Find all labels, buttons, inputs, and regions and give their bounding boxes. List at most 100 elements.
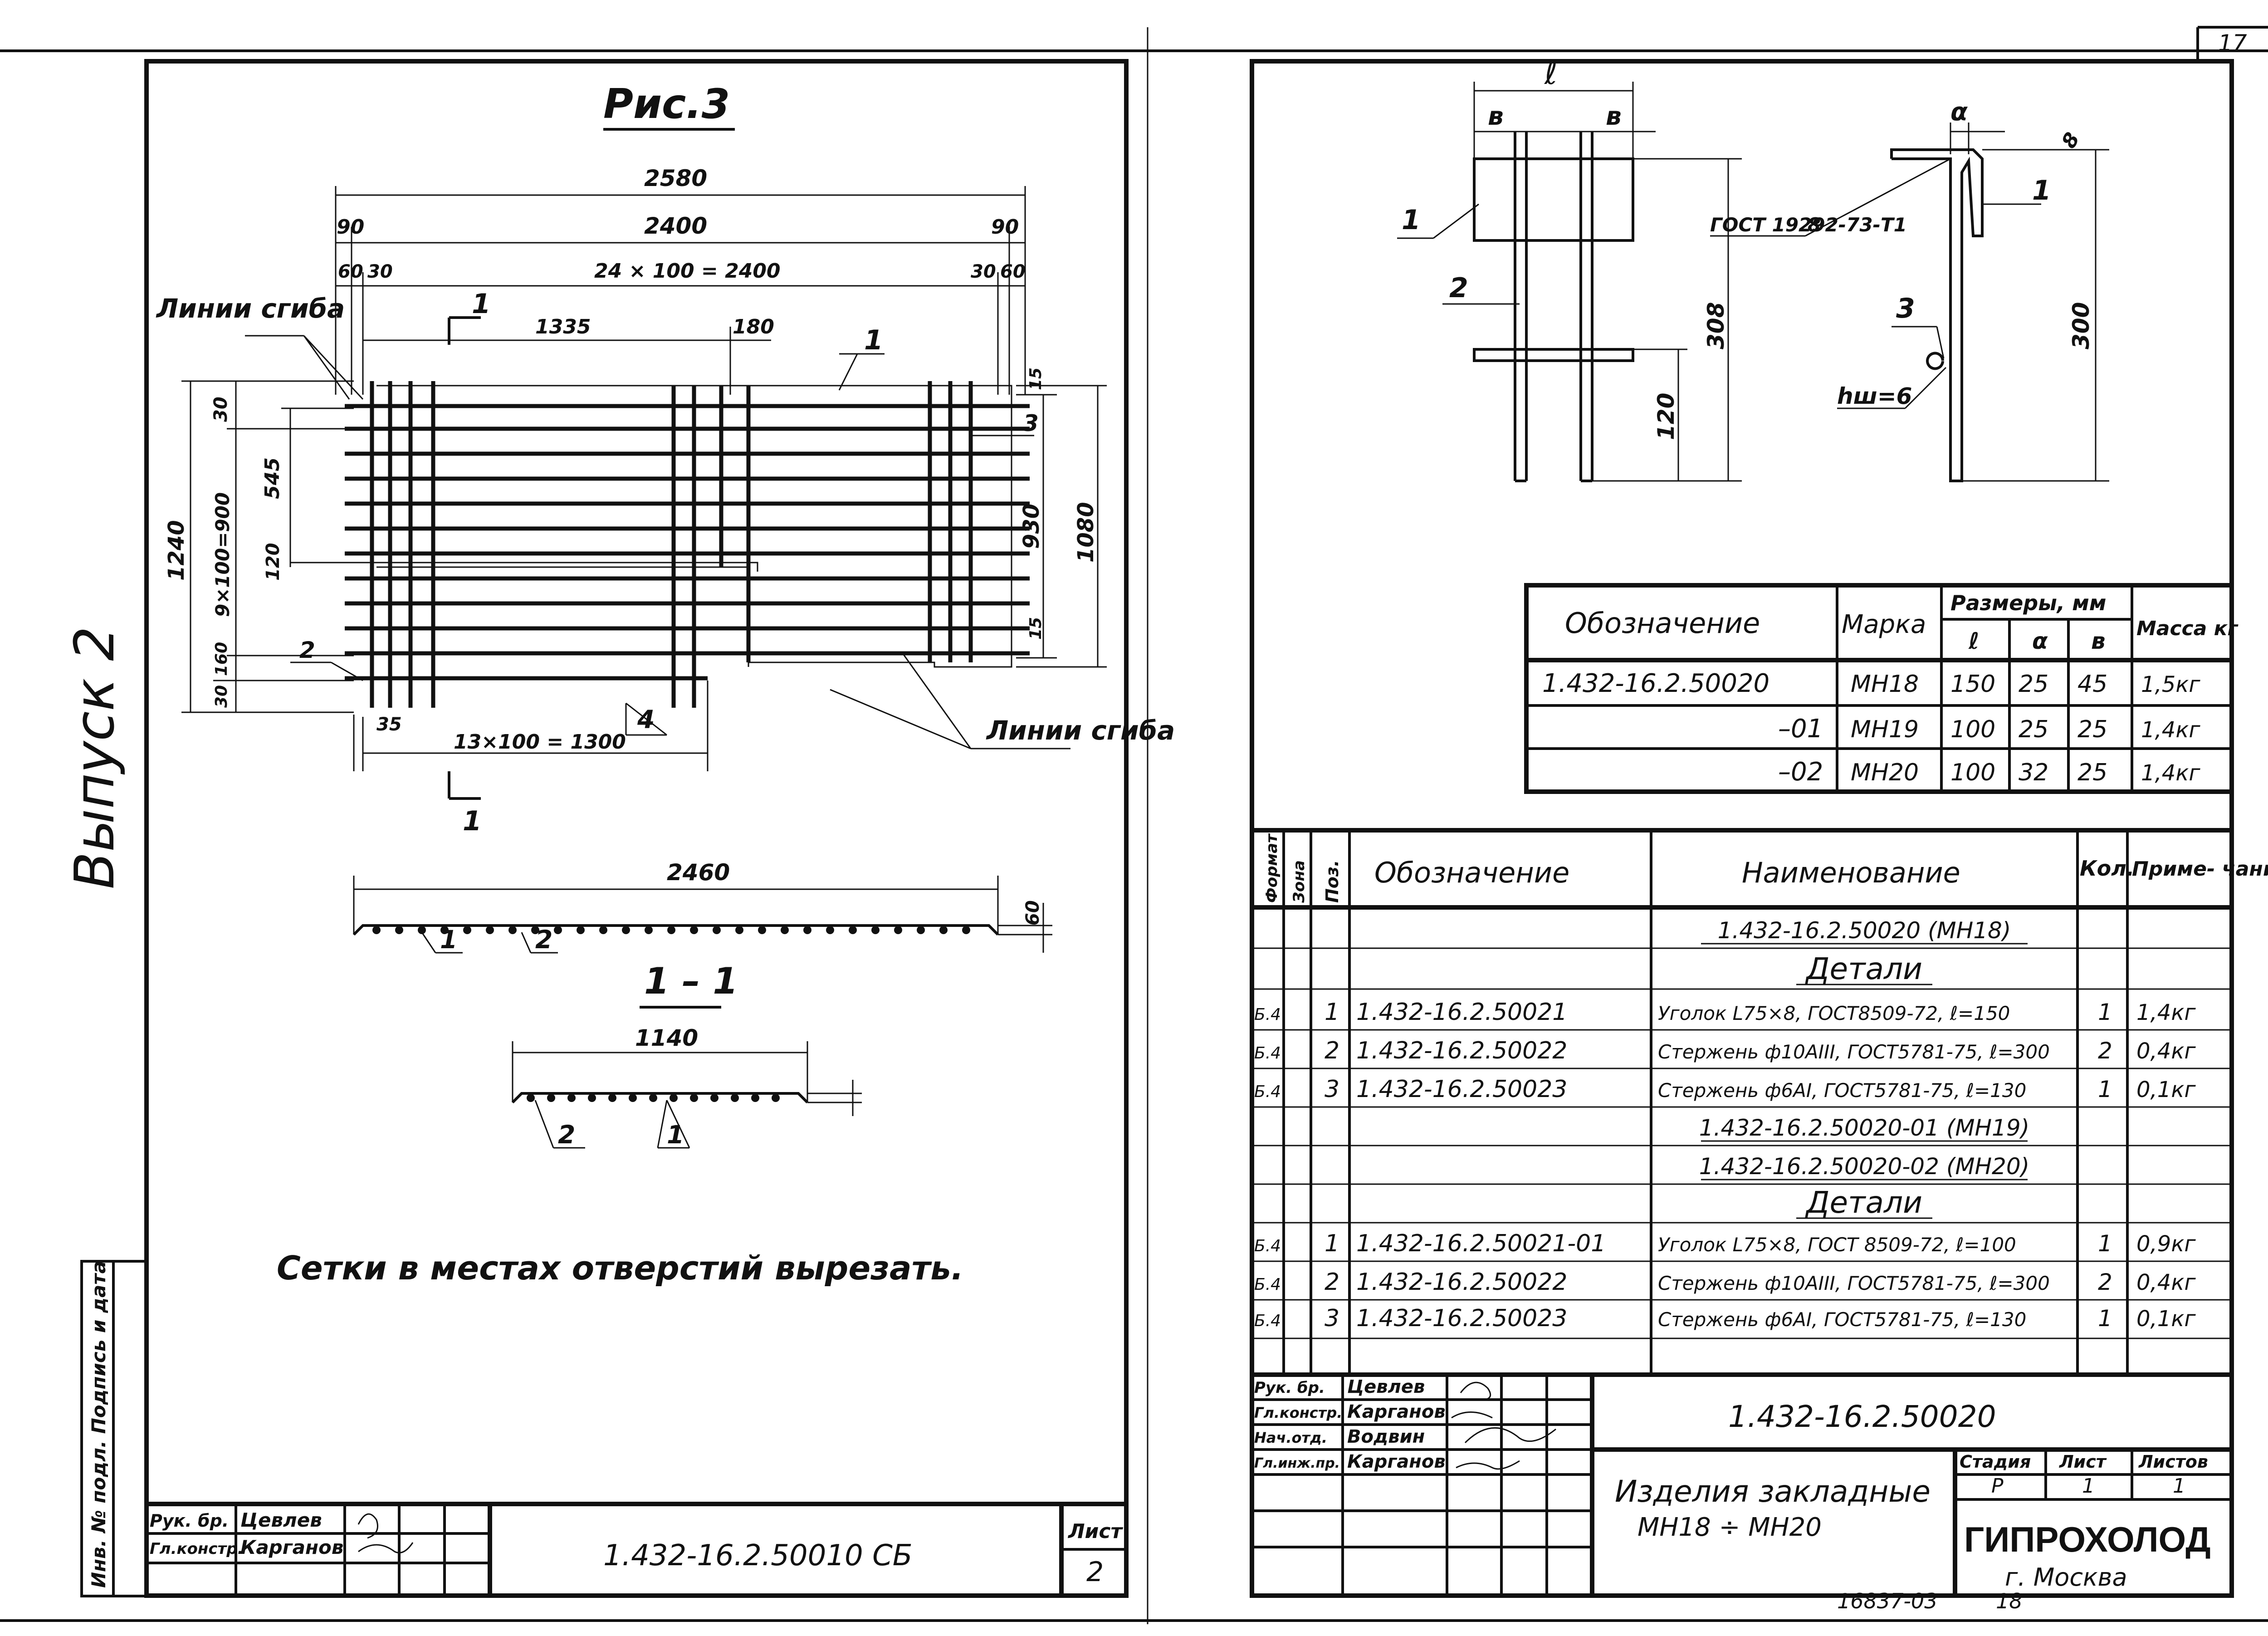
dim-table-cell-l: 100 (1950, 716, 1995, 743)
dim-table-row: –01 МН19 100 25 25 1,4кг (1778, 714, 2200, 744)
left-tb-role-1: Рук. бр. (150, 1511, 229, 1531)
dim-1240: 1240 (164, 520, 189, 581)
corner-sheet-number: 17 (2218, 30, 2247, 56)
spec-cell-format: Б.4 (1254, 1005, 1281, 1024)
spec-cell-name: Стержень ф10АIII, ГОСТ5781-75, ℓ=300 (1658, 1272, 2050, 1294)
left-tb-signature (357, 1513, 414, 1553)
dim-table-cell-designation: –02 (1778, 757, 1823, 787)
spec-cell-format: Б.4 (1254, 1044, 1281, 1063)
spec-cell-note: 0,4кг (2136, 1038, 2196, 1064)
spec-cell-pos: 3 (1325, 1305, 1339, 1332)
spec-row: Детали (1796, 1185, 1932, 1220)
profile-long-callout-1: 1 (440, 925, 457, 954)
callout-2-plan: 2 (299, 637, 315, 663)
spec-cell-name: Стержень ф10АIII, ГОСТ5781-75, ℓ=300 (1658, 1041, 2050, 1063)
dim-table-cell-mass: 1,4кг (2141, 760, 2200, 786)
spec-cell-designation: 1.432-16.2.50023 (1356, 1305, 1567, 1332)
profile-long (352, 876, 1052, 954)
dim-930: 930 (1019, 504, 1044, 549)
right-tb-role-3: Нач.отд. (1254, 1429, 1327, 1446)
detail-callout-1-side: 1 (2032, 175, 2051, 206)
spec-cell-qty: 1 (2098, 1076, 2112, 1102)
spec-header-name: Наименование (1742, 856, 1960, 889)
dim-table-cell-b: 25 (2077, 716, 2107, 743)
left-tb-name-2: Карганов (240, 1536, 343, 1558)
spec-cell-qty: 1 (2098, 1305, 2112, 1332)
side-stamp-label: Инв. № подл. Подпись и дата (88, 1261, 110, 1588)
detail-side (1710, 122, 2109, 482)
dim-180: 180 (733, 315, 774, 338)
bottom-page-number: 18 (1996, 1589, 2023, 1613)
dim-table-cell-mark: МН19 (1851, 716, 1919, 743)
left-tb-sheet-label: Лист (1067, 1520, 1123, 1543)
spec-cell-format: Б.4 (1254, 1083, 1281, 1101)
spec-header-note: Приме- чание (2132, 857, 2268, 881)
right-tb-title: Изделия закладные (1615, 1474, 1931, 1509)
left-tb-name-1: Цевлев (240, 1509, 322, 1531)
vertical-issue-label: Выпуск 2 (64, 627, 127, 890)
dim-60-left: 60 (338, 261, 363, 282)
dim-table-grid (1524, 583, 2234, 794)
spec-cell-designation: 1.432-16.2.50022 (1356, 1269, 1567, 1296)
right-tb-city: г. Москва (2005, 1563, 2127, 1592)
section-marker-top-label: 1 (472, 288, 491, 320)
dim-table-cell-a: 32 (2019, 759, 2048, 786)
right-tb-name-1: Цевлев (1347, 1376, 1425, 1397)
spec-cell-note: 1,4кг (2136, 1000, 2196, 1025)
dim-table-header-b: в (2091, 628, 2106, 654)
dim-table-cell-mark: МН20 (1851, 759, 1919, 786)
side-stamp (80, 1260, 148, 1597)
detail-hw: hш=6 (1837, 383, 1912, 409)
dim-table-cell-mass: 1,5кг (2141, 672, 2200, 697)
dim-160: 160 (212, 642, 231, 676)
dim-table-cell-b: 45 (2077, 671, 2107, 698)
dim-13x100: 13×100 = 1300 (454, 730, 626, 754)
right-tb-stage: Р (1991, 1474, 2004, 1498)
dim-table-header-sizes: Размеры, мм (1950, 591, 2107, 615)
profile-long-dots (372, 926, 970, 934)
spec-cell-note: 0,4кг (2136, 1270, 2196, 1295)
detail-thk: 8 (2057, 128, 2084, 152)
mesh-plan (290, 381, 1030, 708)
section-marker-top (448, 316, 481, 345)
detail-b-left: в (1488, 102, 1504, 131)
dim-table-cell-designation: 1.432-16.2.50020 (1542, 669, 1769, 698)
profile-short-dots (527, 1094, 780, 1102)
spec-cell-name: Стержень ф6АI, ГОСТ5781-75, ℓ=130 (1658, 1308, 2026, 1331)
spec-cell-name: Детали (1805, 951, 1922, 986)
section-marker-bottom (448, 771, 481, 800)
dim-table-header-mass: Масса кг (2136, 617, 2239, 640)
dim-table-cell-designation: –01 (1778, 714, 1823, 744)
plan-bottom-dimensions (353, 681, 709, 771)
figure-title: Рис.3 (603, 80, 730, 128)
right-tb-role-4: Гл.инж.пр. (1254, 1455, 1340, 1471)
callout-4-plan: 4 (637, 705, 655, 734)
profile-short-length: 1140 (635, 1025, 698, 1051)
dim-30-left: 30 (367, 261, 393, 282)
callout-3-plan: 3 (1023, 410, 1039, 436)
spec-cell-pos: 3 (1325, 1076, 1339, 1103)
spec-cell-qty: 1 (2098, 1230, 2112, 1257)
spec-cell-qty: 2 (2098, 1038, 2112, 1064)
spec-header-zone: Зона (1290, 860, 1308, 903)
dim-2580: 2580 (644, 165, 707, 191)
dim-table-cell-b: 25 (2077, 759, 2107, 786)
right-tb-org: ГИПРОХОЛОД (1964, 1519, 2211, 1559)
profile-long-callout-2: 2 (535, 925, 552, 954)
spec-header-qty: Кол. (2080, 856, 2134, 881)
detail-callout-1: 1 (1402, 204, 1421, 236)
right-tb-sheet: 1 (2082, 1474, 2095, 1498)
spec-table-grid (1252, 828, 2232, 1377)
spec-cell-pos: 1 (1325, 1230, 1339, 1257)
top-dimensions (335, 186, 1026, 395)
right-tb-sheets: 1 (2173, 1474, 2185, 1498)
dim-35: 35 (376, 714, 402, 735)
dim-table-cell-a: 25 (2019, 716, 2048, 743)
spec-cell-pos: 2 (1325, 1037, 1339, 1064)
spec-cell-note: 0,9кг (2136, 1231, 2196, 1257)
detail-b-right: в (1606, 102, 1622, 131)
dim-table-cell-l: 100 (1950, 759, 1995, 786)
